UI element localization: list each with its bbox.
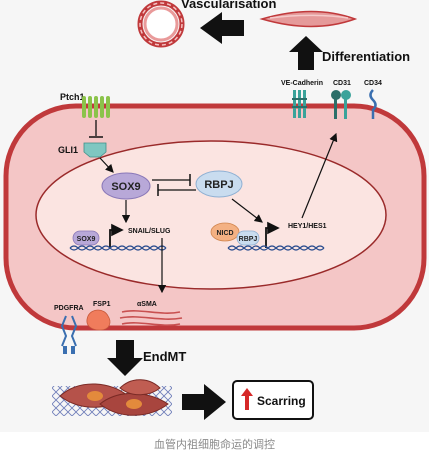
arrow-up-icon	[289, 36, 323, 70]
scarring-box	[232, 380, 314, 420]
ptch1-receptor-icon	[82, 96, 110, 118]
rbpj-gene-label: RBPJ	[239, 236, 258, 243]
arrow-gli1-sox9	[99, 157, 114, 173]
sox9-gene-box	[72, 230, 100, 246]
sox9-protein-label: SOX9	[111, 181, 140, 193]
fsp1-label: FSP1	[93, 301, 111, 308]
vascularisation-label: Vascularisation	[181, 0, 276, 11]
pdgfra-label: PDGFRA	[54, 305, 84, 312]
ve-cadherin-label: VE-Cadherin	[281, 80, 323, 87]
arrow-right-icon	[182, 384, 226, 420]
sox9-gene-label: SOX9	[77, 236, 96, 243]
endmt-label: EndMT	[143, 349, 186, 364]
up-arrow-red-icon	[241, 388, 253, 410]
fibroblast-cluster-icon	[52, 379, 172, 416]
figure-caption: 血管内祖细胞命运的调控	[154, 439, 275, 451]
cd34-label: CD34	[364, 80, 382, 87]
cd31-receptor-icon	[331, 90, 351, 119]
arrow-hey-cd31	[301, 132, 338, 219]
gli1-label: GLI1	[58, 145, 78, 155]
cd34-receptor-icon	[369, 89, 377, 119]
diagram-panel: Vascularisation Differentiation Ptch1	[3, 0, 427, 420]
pathway-diagram: Vascularisation Differentiation Ptch1	[3, 0, 427, 420]
rbpj-protein	[195, 170, 243, 198]
vessel-ring-icon	[137, 0, 185, 48]
differentiation-label: Differentiation	[322, 49, 410, 64]
asma-filament-icon	[119, 310, 183, 326]
promoter-arrow-icon	[109, 223, 124, 248]
arrow-rbpj-hey	[231, 198, 263, 223]
nucleus	[35, 140, 387, 290]
dna-strand-icon	[227, 245, 325, 251]
asma-label: αSMA	[137, 301, 157, 308]
snail-slug-label: SNAIL/SLUG	[128, 228, 171, 235]
fsp1-protein-icon	[86, 309, 111, 331]
ptch1-label: Ptch1	[60, 92, 85, 102]
cd31-label: CD31	[333, 80, 351, 87]
arrow-left-icon	[200, 12, 244, 44]
gli1-protein-icon	[83, 142, 107, 158]
arrow-down-icon	[107, 340, 143, 376]
nicd-label: NICD	[216, 230, 233, 237]
pdgfra-receptor-icon	[60, 315, 78, 354]
sox9-protein	[101, 172, 151, 200]
scarring-label: Scarring	[257, 394, 306, 408]
promoter-arrow-icon	[265, 221, 280, 248]
rbpj-gene-box	[236, 230, 260, 246]
hey1-hes1-label: HEY1/HES1	[288, 223, 327, 230]
dna-strand-icon	[69, 245, 167, 251]
nicd-protein	[210, 222, 240, 242]
ve-cadherin-receptor-icon	[292, 90, 307, 118]
differentiated-cell-icon	[259, 10, 358, 28]
rbpj-protein-label: RBPJ	[204, 179, 233, 191]
